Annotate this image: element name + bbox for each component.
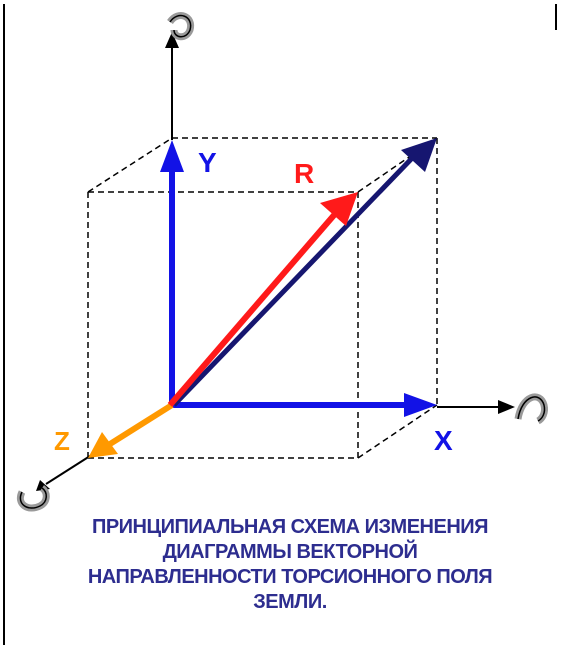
- dashed-cube: [87, 137, 438, 459]
- caption-line-3: НАПРАВЛЕННОСТИ ТОРСИОННОГО ПОЛЯ: [87, 566, 493, 588]
- z-axis-extension: [45, 455, 91, 485]
- caption-line-4: ЗЕМЛИ.: [253, 591, 327, 613]
- y-axis-extension-arrowhead: [165, 32, 179, 48]
- r-vector-label: R: [294, 158, 314, 189]
- y-axis-arrowhead: [160, 140, 184, 172]
- r-vector: [167, 212, 338, 407]
- z-axis-arrowhead: [88, 432, 118, 458]
- rotation-arrow-y-icon: [167, 12, 195, 41]
- rotation-arrow-x-icon: [514, 393, 548, 425]
- r-vector-arrowhead: [320, 192, 358, 226]
- diagram-caption: ПРИНЦИПИАЛЬНАЯ СХЕМА ИЗМЕНЕНИЯ ДИАГРАММЫ…: [20, 515, 560, 615]
- x-axis-label: X: [434, 425, 453, 456]
- rotation-arrow-z-icon: [17, 485, 50, 512]
- x-axis-arrowhead: [404, 393, 437, 417]
- z-axis: [108, 402, 174, 447]
- y-axis-label: Y: [198, 147, 217, 178]
- x-axis-extension-arrowhead: [498, 400, 515, 414]
- z-axis-label: Z: [54, 426, 70, 456]
- caption-line-1: ПРИНЦИПИАЛЬНАЯ СХЕМА ИЗМЕНЕНИЯ: [91, 516, 489, 538]
- caption-line-2: ДИАГРАММЫ ВЕКТОРНОЙ: [162, 541, 418, 563]
- navy-vector: [172, 150, 420, 407]
- navy-vector-arrowhead: [401, 138, 437, 172]
